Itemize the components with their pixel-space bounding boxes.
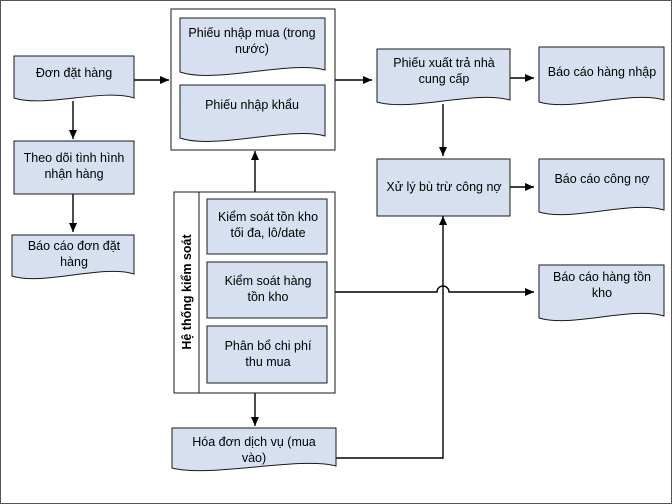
service-invoice-label-line1: Hóa đơn dịch vụ (mua	[192, 435, 316, 449]
connectors	[69, 74, 534, 459]
supplier-return-label-line1: Phiếu xuất trả nhà	[393, 56, 495, 70]
cost-allocation-label-line1: Phân bổ chi phí	[225, 339, 312, 353]
stock-limit-control-label-line1: Kiểm soát tồn kho	[218, 210, 318, 224]
node-cost-allocation[interactable]: Phân bổ chi phí thu mua	[206, 325, 328, 384]
control-system-title: Hệ thống kiểm soát	[180, 234, 194, 350]
node-domestic-receipt[interactable]: Phiếu nhập mua (trong nước)	[179, 17, 326, 76]
arrow-invoice-to-offset	[336, 216, 447, 459]
receipt-tracking-label-line1: Theo dõi tình hình	[24, 151, 125, 165]
order-report-label-line1: Báo cáo đơn đặt	[28, 239, 121, 253]
order-report-label-line2: hàng	[60, 255, 88, 269]
purchase-order-label: Đơn đặt hàng	[36, 66, 112, 80]
stock-control-label-line1: Kiểm soát hàng	[225, 274, 312, 288]
import-receipt-label: Phiếu nhập khẩu	[205, 98, 299, 112]
stock-report-label-line1: Báo cáo hàng tồn	[553, 270, 651, 284]
node-stock-control[interactable]: Kiểm soát hàng tồn kho	[206, 261, 328, 319]
stock-limit-control-label-line2: tối đa, lô/date	[230, 226, 305, 240]
cost-allocation-label-line2: thu mua	[245, 355, 290, 369]
supplier-return-label-line2: cung cấp	[419, 72, 470, 86]
service-invoice-label-line2: vào)	[242, 451, 266, 465]
debt-offset-label: Xử lý bù trừ công nợ	[386, 180, 501, 194]
node-supplier-return[interactable]: Phiếu xuất trả nhà cung cấp	[376, 48, 511, 106]
arrow-stock-control-to-stock-report	[335, 285, 534, 296]
node-debt-offset[interactable]: Xử lý bù trừ công nợ	[376, 158, 511, 217]
stock-report-label-line2: kho	[592, 286, 612, 300]
node-import-report[interactable]: Báo cáo hàng nhập	[538, 46, 665, 106]
domestic-receipt-label-line2: nước)	[235, 42, 269, 56]
receipt-tracking-label-line2: nhận hàng	[44, 167, 103, 181]
node-stock-report[interactable]: Báo cáo hàng tồn kho	[538, 264, 665, 322]
import-report-label: Báo cáo hàng nhập	[548, 65, 656, 79]
debt-report-label: Báo cáo công nợ	[554, 172, 649, 186]
domestic-receipt-label-line1: Phiếu nhập mua (trong	[188, 26, 315, 40]
node-order-report[interactable]: Báo cáo đơn đặt hàng	[11, 234, 135, 280]
node-purchase-order[interactable]: Đơn đặt hàng	[13, 55, 135, 102]
node-service-invoice[interactable]: Hóa đơn dịch vụ (mua vào)	[171, 427, 337, 472]
node-receipt-tracking[interactable]: Theo dõi tình hình nhận hàng	[13, 140, 135, 195]
node-stock-limit-control[interactable]: Kiểm soát tồn kho tối đa, lô/date	[206, 198, 328, 255]
stock-control-label-line2: tồn kho	[247, 290, 288, 304]
node-import-receipt[interactable]: Phiếu nhập khẩu	[179, 84, 326, 142]
node-debt-report[interactable]: Báo cáo công nợ	[538, 158, 665, 216]
